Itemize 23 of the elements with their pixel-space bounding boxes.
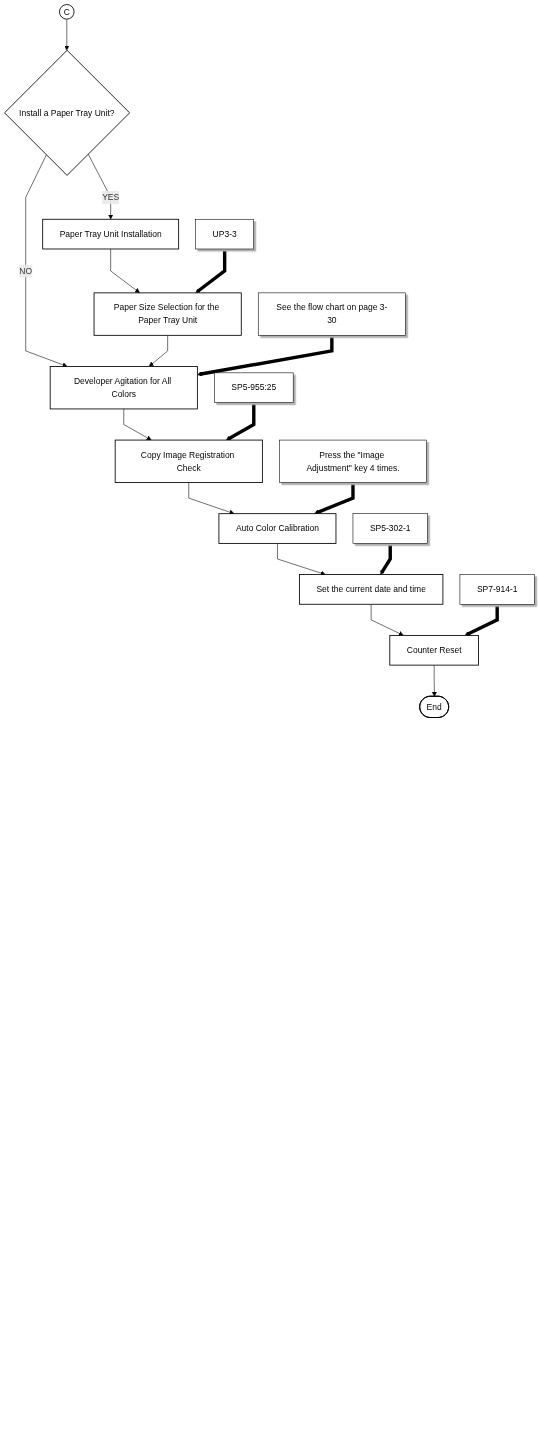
node-box: UP3-3 [195, 218, 254, 250]
node-box: Set the current date and time [299, 574, 444, 605]
node-box: Counter Reset [389, 635, 479, 666]
arrow [464, 604, 499, 636]
edge-label: YES [102, 192, 120, 202]
node-box: Press the "Image Adjustment" key 4 times. [279, 439, 427, 483]
arrow [197, 335, 334, 377]
arrow [195, 249, 227, 294]
node-box: See the flow chart on page 3-30 [257, 292, 406, 336]
arrow [380, 543, 392, 575]
node-diamond: Install a Paper Tray Unit? [4, 49, 131, 176]
arrow [226, 402, 256, 441]
edge-label: NO [19, 265, 33, 276]
node-box: SP5-302-1 [352, 513, 428, 544]
node-box: Paper Size Selection for the Paper Tray Unit [93, 292, 242, 336]
node-circle: C [59, 4, 75, 20]
node-box: SP7-914-1 [459, 574, 535, 605]
node-box: Paper Tray Unit Installation [42, 218, 180, 250]
node-box: Copy Image Registration Check [114, 439, 263, 483]
node-box: Developer Agitation for All Colors [49, 366, 198, 410]
node-box: SP5-955:25 [214, 372, 294, 403]
node-box: Auto Color Calibration [218, 513, 337, 544]
arrow [314, 482, 355, 515]
